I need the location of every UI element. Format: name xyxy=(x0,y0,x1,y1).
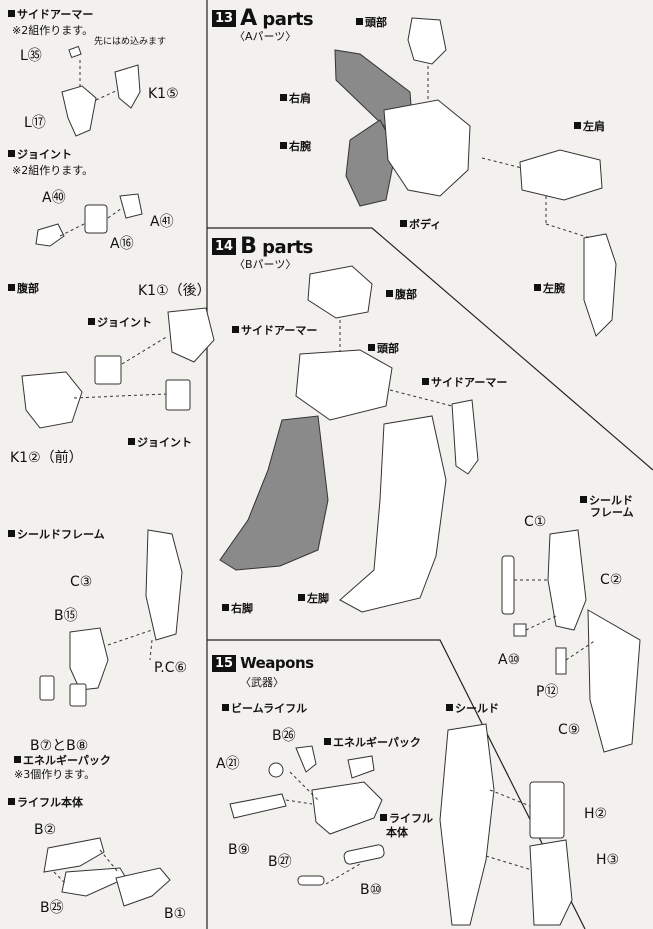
part-label-K1-2-front: K1②（前） xyxy=(10,450,83,466)
section13-parts xyxy=(334,17,617,337)
insert-first-note: 先にはめ込みます xyxy=(94,37,167,47)
shield-frame-right-parts xyxy=(501,529,641,753)
section15-parts xyxy=(229,723,573,926)
part-label-P12: P⑫ xyxy=(536,684,559,700)
section14-guides xyxy=(339,320,453,407)
part-label-K1-1-back: K1①（後） xyxy=(138,283,211,299)
s14-left-leg-label: 左脚 xyxy=(298,592,329,605)
side-armor-title: サイドアーマー xyxy=(8,8,93,21)
shield-frame-right-title-1: シールド xyxy=(580,494,633,507)
s14-right-leg-label: 右脚 xyxy=(222,602,253,615)
s14-side-armor-label-left: サイドアーマー xyxy=(232,324,317,337)
s15-rifle-body-label-1: ライフル xyxy=(380,812,433,825)
part-label-A16: A⑯ xyxy=(110,236,134,252)
s15-shield-label: シールド xyxy=(446,702,499,715)
s13-left-arm-label: 左腕 xyxy=(534,282,565,295)
beam-rifle-label: ビームライフル xyxy=(222,702,307,715)
section14-number: 14 xyxy=(212,238,237,255)
part-label-B15: B⑮ xyxy=(54,608,78,624)
part-label-L35: L㉟ xyxy=(20,48,42,64)
energy-pack-label: エネルギーパック xyxy=(14,754,111,767)
energy-pack-note: ※3個作ります。 xyxy=(14,768,96,781)
part-label-C1: C① xyxy=(524,514,547,530)
section14-title: B parts xyxy=(240,234,313,259)
s14-waist-label: 腹部 xyxy=(386,288,417,301)
part-label-B7-B8: B⑦とB⑧ xyxy=(30,738,89,754)
section13-title: A parts xyxy=(240,6,314,31)
part-label-C3: C③ xyxy=(70,574,93,590)
part-label-B9: B⑨ xyxy=(228,842,251,858)
section15-guides xyxy=(285,771,533,885)
s13-left-shoulder-label: 左肩 xyxy=(574,120,605,133)
section14-parts xyxy=(219,265,479,613)
part-label-B10: B⑩ xyxy=(360,882,383,898)
section14-subtitle: 〈Bパーツ〉 xyxy=(234,258,297,271)
left-column-parts xyxy=(21,45,215,907)
s14-head-label: 頭部 xyxy=(368,342,399,355)
section15-heading: 15 Weapons xyxy=(212,654,314,672)
part-label-A10: A⑩ xyxy=(498,652,521,668)
s15-energy-pack-label: エネルギーパック xyxy=(324,736,421,749)
shield-frame-right-guides xyxy=(514,579,597,661)
part-label-B2: B② xyxy=(34,822,57,838)
part-label-H3: H③ xyxy=(596,852,620,868)
part-label-A41: A㊶ xyxy=(150,214,174,230)
s13-right-arm-label: 右腕 xyxy=(280,140,311,153)
part-label-K1-5: K1⑤ xyxy=(148,86,179,102)
section13-number: 13 xyxy=(212,10,237,27)
part-label-B26: B㉖ xyxy=(272,728,296,744)
part-label-C9: C⑨ xyxy=(558,722,581,738)
section13-guides xyxy=(427,66,591,239)
section13-heading: 13 A parts xyxy=(212,6,314,31)
left-column-guides xyxy=(53,60,169,885)
part-label-A40: A㊵ xyxy=(42,190,66,206)
s14-side-armor-label-right: サイドアーマー xyxy=(422,376,507,389)
joint-note: ※2組作ります。 xyxy=(12,164,94,177)
s13-head-label: 頭部 xyxy=(356,16,387,29)
joint-title: ジョイント xyxy=(8,148,72,161)
shield-frame-title: シールドフレーム xyxy=(8,528,105,541)
part-label-H2: H② xyxy=(584,806,608,822)
section15-title: Weapons xyxy=(240,654,314,672)
waist-title: 腹部 xyxy=(8,282,39,295)
part-label-PC6: P.C⑥ xyxy=(154,660,188,676)
part-label-L17: L⑰ xyxy=(24,115,46,131)
section15-number: 15 xyxy=(212,654,237,672)
rifle-body-title: ライフル本体 xyxy=(8,796,83,809)
section14-heading: 14 B parts xyxy=(212,234,313,259)
section13-subtitle: 〈Aパーツ〉 xyxy=(234,30,297,43)
s15-rifle-body-label-2: 本体 xyxy=(386,826,408,839)
part-label-B1: B① xyxy=(164,906,187,922)
shield-frame-right-title-2: フレーム xyxy=(590,506,634,519)
side-armor-note: ※2組作ります。 xyxy=(12,24,94,37)
part-label-C2: C② xyxy=(600,572,623,588)
part-label-B25: B㉕ xyxy=(40,900,64,916)
waist-joint-label-b: ジョイント xyxy=(128,436,192,449)
s13-body-label: ボディ xyxy=(400,218,441,231)
part-label-A21: A㉑ xyxy=(216,756,240,772)
part-label-B27: B㉗ xyxy=(268,854,292,870)
waist-joint-label-a: ジョイント xyxy=(88,316,152,329)
s13-right-shoulder-label: 右肩 xyxy=(280,92,311,105)
section15-subtitle: 〈武器〉 xyxy=(240,676,284,689)
